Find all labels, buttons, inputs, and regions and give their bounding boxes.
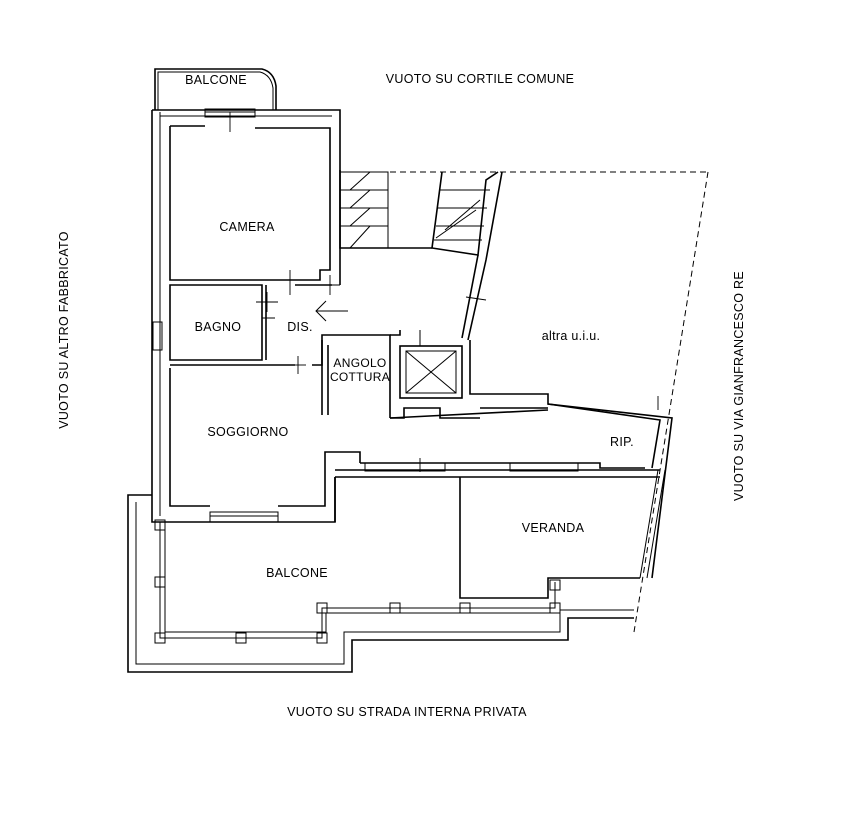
camera-label: CAMERA [219, 220, 275, 234]
outer-walls [151, 109, 341, 523]
left-side-label: VUOTO SU ALTRO FABBRICATO [57, 231, 71, 429]
right-side-label: VUOTO SU VIA GIANFRANCESCO RE [732, 271, 746, 501]
cottura-label: COTTURA [330, 370, 390, 384]
stairs [339, 170, 499, 256]
boundary-dashes [390, 171, 709, 633]
cucina-walls [321, 340, 329, 415]
soggiorno-label: SOGGIORNO [207, 425, 288, 439]
bottom-side-label: VUOTO SU STRADA INTERNA PRIVATA [287, 705, 527, 719]
door-markers [229, 112, 659, 472]
top-balcony-label: BALCONE [185, 73, 247, 87]
camera-walls [169, 108, 331, 281]
courtyard-label: VUOTO SU CORTILE COMUNE [386, 72, 574, 86]
bagno-label: BAGNO [195, 320, 242, 334]
central-walls [335, 171, 673, 579]
bottom-balcony [127, 494, 634, 673]
altra-uiu-label: altra u.i.u. [542, 329, 601, 343]
bottom-balcony-label: BALCONE [266, 566, 328, 580]
dis-label: DIS. [287, 320, 313, 334]
arrow-left-icon [315, 300, 348, 322]
soggiorno-walls [169, 368, 361, 523]
veranda-walls [334, 469, 666, 599]
veranda-label: VERANDA [522, 521, 585, 535]
bagno-walls [152, 284, 391, 418]
angolo-label: ANGOLO [333, 356, 386, 370]
ripostiglio-label: RIP. [610, 435, 634, 449]
top-balcony [154, 68, 277, 110]
lift-shaft [399, 330, 463, 399]
